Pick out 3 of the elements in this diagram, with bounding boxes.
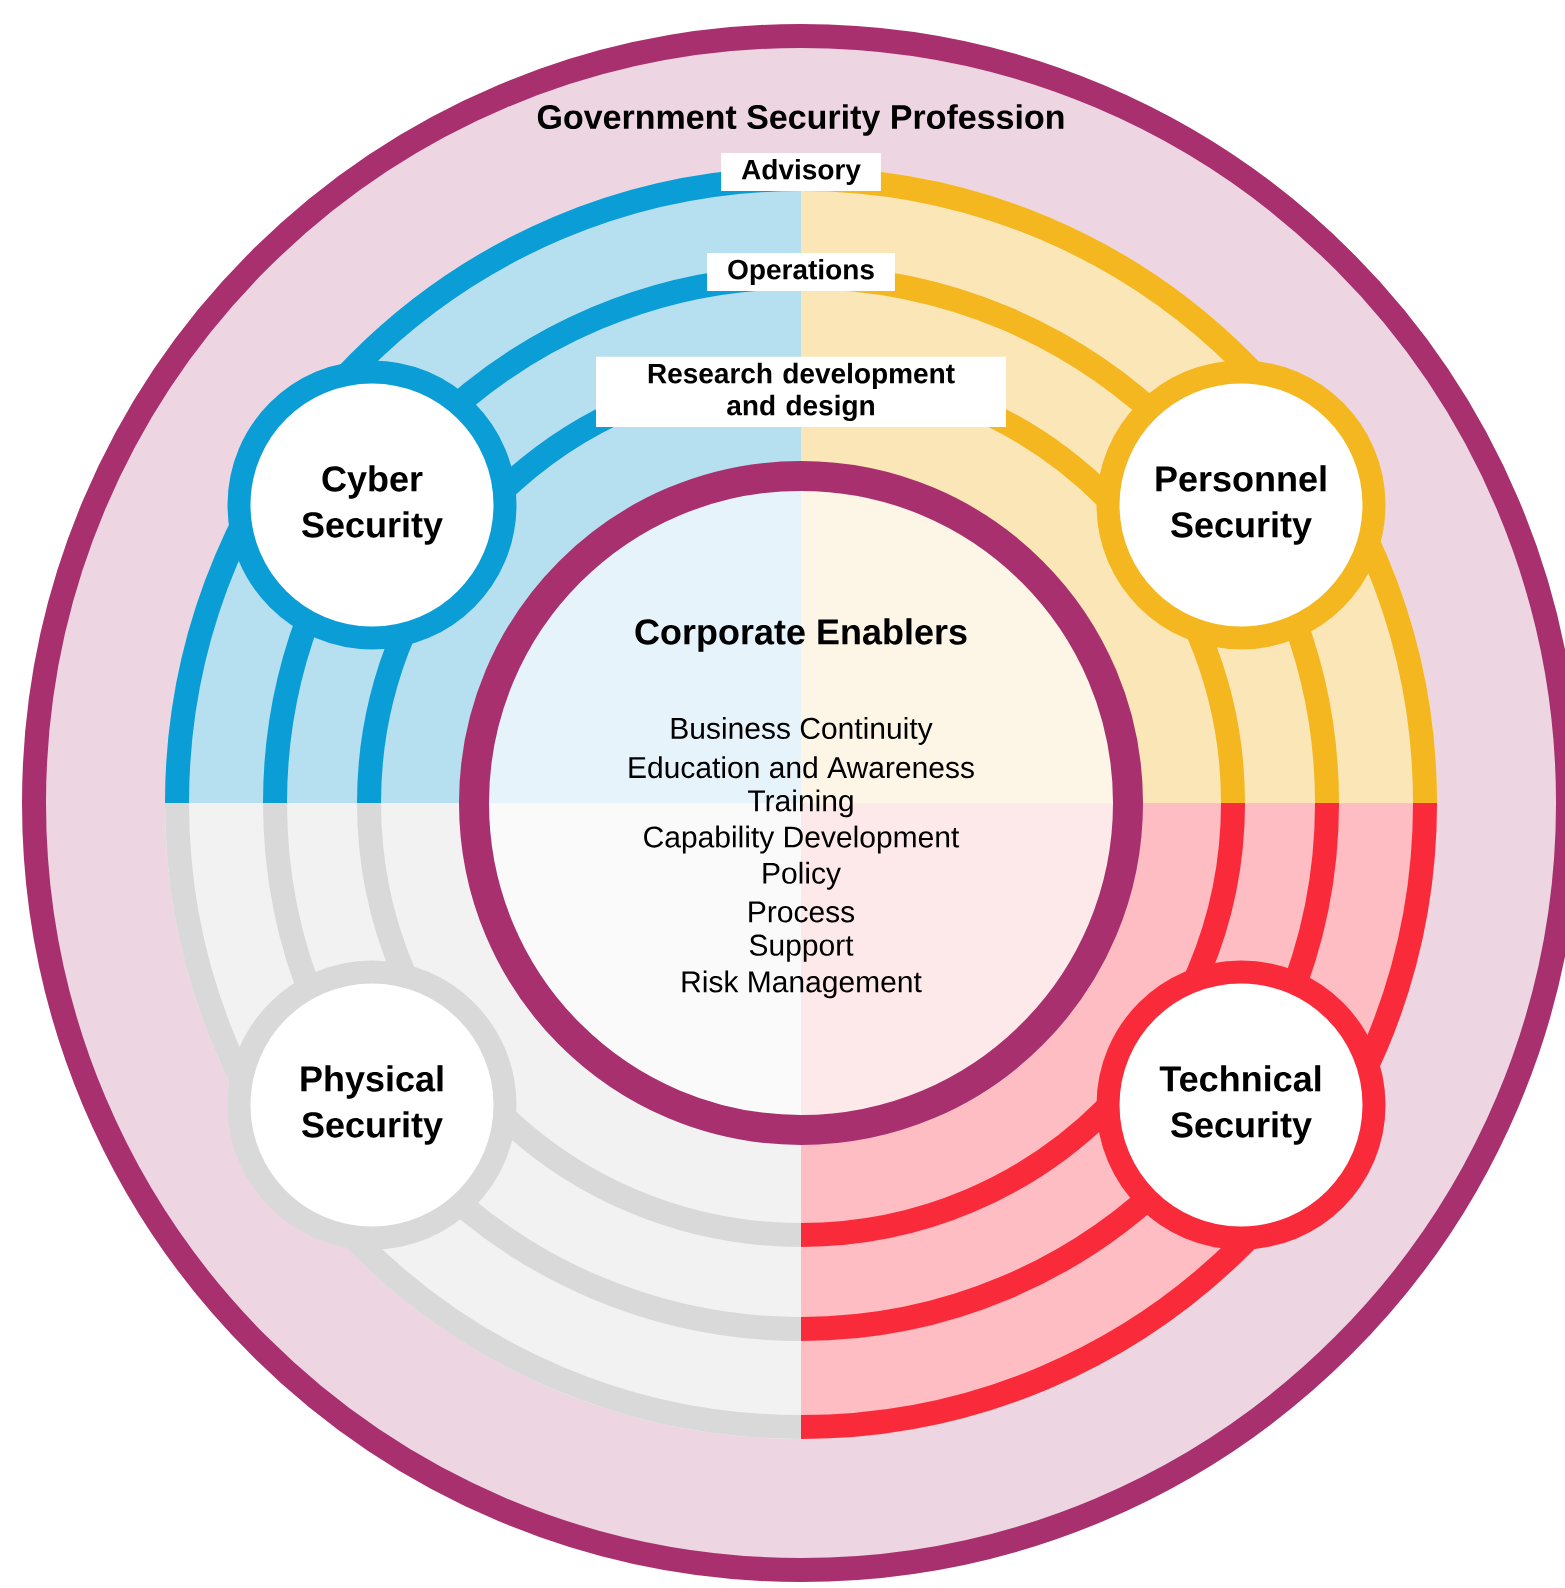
ring-label: Advisory [721, 152, 881, 192]
ring-label: Operations [707, 252, 895, 292]
ring-label: Research development and design [596, 356, 1006, 428]
